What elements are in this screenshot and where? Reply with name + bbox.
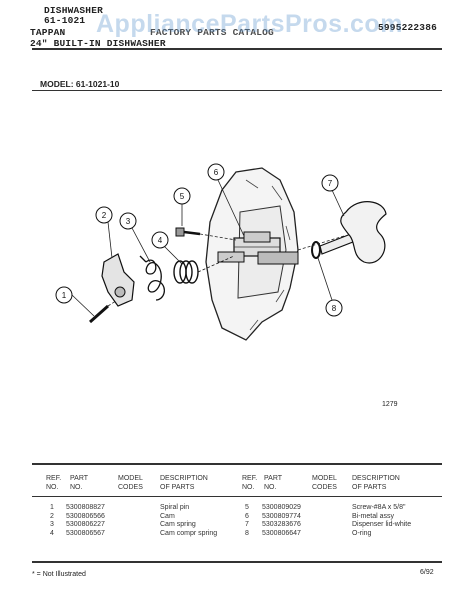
header-divider [32,48,442,50]
table-row-part: 5300806566 [66,512,105,520]
left-ref-column: 1 2 3 4 [50,504,54,538]
model-label: MODEL: 61-1021-10 [40,79,120,89]
left-description-column: Spiral pin Cam Cam spring Cam compr spri… [160,504,217,538]
header-brand: TAPPAN [30,27,66,38]
cam-spring [139,255,166,301]
header-line1: DISHWASHER [44,5,104,16]
table-row-part: 5300808827 [66,504,105,511]
table-row-desc: Screw-#8A x 5/8" [352,504,406,511]
table-row-part: 5300806227 [66,521,105,528]
table-row-part: 5300806567 [66,529,105,537]
table-row-part: 5303283676 [262,521,301,528]
table-row-ref: 2 [50,512,54,520]
figure-number: 1279 [382,401,398,408]
table-row-desc: O-ring [352,529,372,537]
table-row-part: 5300806647 [262,529,301,537]
callout-circle-1 [55,286,73,304]
table-header-rule [32,496,442,497]
watermark: AppliancePartsPros.com [96,10,403,38]
header-line2: 61-1021 [44,15,86,26]
callout-2: 2 [102,211,107,220]
o-ring [311,241,321,259]
callout-circle-4 [151,231,169,249]
table-row-ref: 1 [50,504,54,511]
screw [175,227,237,241]
callout-3: 3 [126,217,131,226]
callout-circle-7 [321,174,339,192]
table-row-ref: 3 [50,521,54,528]
right-ref-column: 5 6 7 8 [245,504,249,538]
exploded-parts-diagram [71,167,387,341]
table-row-desc: Cam compr spring [160,529,218,537]
model-divider [32,90,442,91]
table-row-ref: 7 [245,521,249,528]
table-row-desc: Dispenser lid-white [352,521,412,528]
dispenser-lid [297,201,387,264]
table-row-part: 5300809029 [262,504,301,511]
table-row-ref: 5 [245,504,249,511]
table-row-desc: Spiral pin [160,504,190,511]
table-top-rule [32,463,442,465]
callout-circle-5 [173,187,191,205]
callout-1: 1 [62,291,67,300]
left-part-column: 5300808827 5300806566 5300806227 5300806… [66,504,105,538]
callout-8: 8 [332,304,337,313]
cam-part [101,253,135,307]
header-product-line: 24" BUILT-IN DISHWASHER [30,38,166,49]
cam-compression-spring [173,255,235,284]
callout-6: 6 [214,168,219,177]
header-ref-no-right: REF.NO. [242,475,258,491]
table-bottom-rule [32,561,442,563]
table-row-ref: 4 [50,529,54,537]
callout-circle-8 [325,299,343,317]
header-catalog-number: 5995222386 [378,22,438,33]
table-row-desc: Cam spring [160,521,196,528]
right-description-column: Screw-#8A x 5/8" Bi-metal assy Dispenser… [352,504,411,538]
right-part-column: 5300809029 5300809774 5303283676 5300806… [262,504,301,538]
table-row-desc: Bi-metal assy [352,512,395,520]
header-catalog-title: FACTORY PARTS CATALOG [150,27,274,38]
footer-note: * = Not Illustrated [32,571,86,578]
callout-circle-3 [119,212,137,230]
callout-circle-6 [207,163,225,181]
table-row-desc: Cam [160,512,175,520]
header-ref-no-left: REF.NO. [46,475,62,491]
callout-7: 7 [328,179,333,188]
callout-5: 5 [180,192,185,201]
table-row-part: 5300809774 [262,512,301,520]
callout-4: 4 [158,236,163,245]
table-row-ref: 6 [245,512,249,520]
footer-date: 6/92 [420,569,434,576]
callout-circle-2 [95,206,113,224]
diagram-callouts: 1 2 3 4 5 6 7 8 [55,163,343,317]
table-row-ref: 8 [245,529,249,537]
